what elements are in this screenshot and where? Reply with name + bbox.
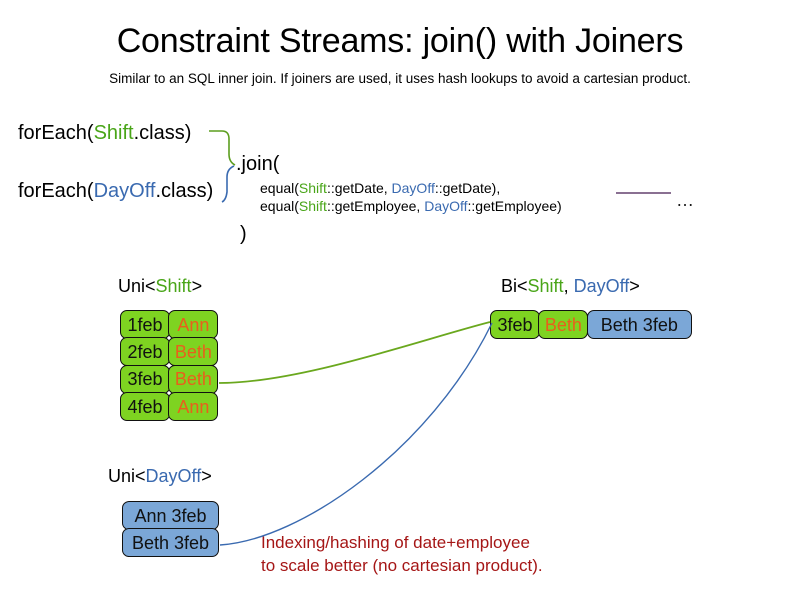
bi-shift-date-cell: 3feb — [490, 310, 540, 339]
list-item[interactable]: Ann 3feb — [122, 501, 219, 530]
code-join-arg-2-right-type: DayOff — [424, 198, 468, 214]
shift-date-cell: 2feb — [120, 337, 170, 367]
code-foreach-dayoff-suffix: .class) — [155, 180, 214, 202]
label-bi-prefix: Bi< — [501, 276, 528, 296]
code-foreach-shift: forEach(Shift.class) — [18, 121, 191, 145]
uni-shift-fact-list: 1feb Ann 2feb Beth 3feb Beth 4feb Ann — [120, 310, 219, 422]
label-uni-shift-suffix: > — [191, 276, 203, 296]
annotation-line-2: to scale better (no cartesian product). — [261, 556, 543, 575]
continuation-ellipsis: … — [676, 190, 694, 210]
label-bi-type-dayoff: DayOff — [573, 276, 630, 296]
bi-shift-employee-cell: Beth — [538, 310, 589, 339]
shift-employee-cell: Ann — [168, 310, 219, 339]
label-uni-dayoff-type: DayOff — [145, 466, 202, 486]
page-subtitle: Similar to an SQL inner join. If joiners… — [109, 71, 691, 86]
code-foreach-dayoff: forEach(DayOff.class) — [18, 179, 213, 203]
shift-employee-cell: Beth — [168, 364, 219, 394]
shift-date-cell: 1feb — [120, 310, 170, 339]
label-bi-suffix: > — [629, 276, 640, 296]
code-join-arg-1-open: equal( — [260, 180, 299, 196]
code-join-close: ) — [240, 223, 247, 245]
connector-dayoff-to-join — [221, 165, 235, 203]
label-bi-stream: Bi<Shift, DayOff> — [501, 275, 640, 297]
code-foreach-dayoff-prefix: forEach( — [18, 180, 94, 202]
label-bi-type-shift: Shift — [527, 276, 564, 296]
page-title: Constraint Streams: join() with Joiners — [116, 22, 684, 60]
code-join-arg-1-left-ref: ::getDate, — [326, 180, 392, 196]
code-join-arg-2-left-type: Shift — [298, 198, 327, 214]
label-uni-shift-prefix: Uni< — [118, 276, 156, 296]
label-uni-dayoff-suffix: > — [201, 466, 212, 486]
table-row[interactable]: 4feb Ann — [120, 392, 219, 422]
code-join-arg-equal-date: equal(Shift::getDate, DayOff::getDate), — [260, 179, 500, 197]
bi-tuple-list: 3feb Beth Beth 3feb — [490, 310, 692, 339]
label-uni-dayoff: Uni<DayOff> — [108, 465, 212, 487]
label-uni-shift-type: Shift — [155, 276, 192, 296]
dayoff-cell: Ann 3feb — [122, 501, 219, 530]
code-foreach-shift-prefix: forEach( — [18, 122, 94, 144]
code-join-arg-2-open: equal( — [260, 198, 299, 214]
table-row[interactable]: 3feb Beth Beth 3feb — [490, 310, 692, 339]
connector-shift-to-join — [209, 130, 236, 166]
annotation-text: Indexing/hashing of date+employee to sca… — [261, 531, 543, 577]
annotation-line-1: Indexing/hashing of date+employee — [261, 533, 530, 552]
table-row[interactable]: 2feb Beth — [120, 337, 219, 367]
code-join-arg-2-right-ref: ::getEmployee) — [467, 198, 562, 214]
code-join-arg-1-right-ref: ::getDate), — [434, 180, 501, 196]
table-row[interactable]: 1feb Ann — [120, 310, 219, 339]
label-bi-separator: , — [563, 276, 574, 296]
shift-date-cell: 3feb — [120, 364, 170, 394]
code-foreach-shift-suffix: .class) — [133, 122, 192, 144]
bi-dayoff-cell: Beth 3feb — [586, 310, 692, 339]
code-token-shift: Shift — [93, 122, 134, 144]
code-join-arg-1-left-type: Shift — [298, 180, 327, 196]
code-join-arg-2-left-ref: ::getEmployee, — [326, 198, 425, 214]
dayoff-cell: Beth 3feb — [122, 528, 219, 558]
uni-dayoff-fact-list: Ann 3feb Beth 3feb — [122, 501, 219, 558]
label-uni-dayoff-prefix: Uni< — [108, 466, 146, 486]
shift-employee-cell: Ann — [168, 392, 219, 422]
connector-shift-fact-to-bi — [218, 321, 491, 384]
shift-date-cell: 4feb — [120, 392, 170, 422]
table-row[interactable]: 3feb Beth — [120, 364, 219, 394]
code-token-dayoff: DayOff — [93, 180, 156, 202]
shift-employee-cell: Beth — [168, 337, 219, 367]
code-join-arg-1-right-type: DayOff — [391, 180, 435, 196]
connector-dayoff-fact-to-bi — [219, 322, 493, 546]
code-join-arg-equal-employee: equal(Shift::getEmployee, DayOff::getEmp… — [260, 197, 562, 215]
list-item[interactable]: Beth 3feb — [122, 528, 219, 558]
code-join-open: .join( — [236, 153, 280, 175]
label-uni-shift: Uni<Shift> — [118, 275, 202, 297]
